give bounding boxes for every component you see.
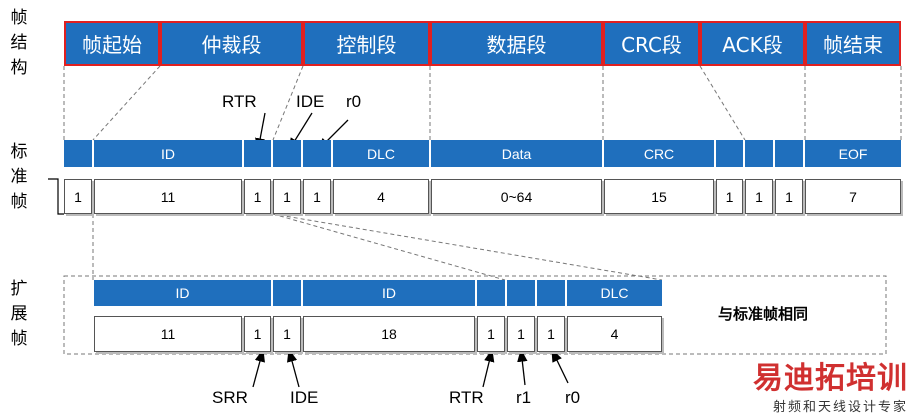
ext-field-srr (273, 280, 301, 306)
std-field-data: Data (431, 140, 602, 167)
same-as-standard-note: 与标准帧相同 (718, 305, 809, 323)
ext-field-id-base: ID (94, 280, 271, 306)
std-field-sof (64, 140, 92, 167)
ext-bit-srr: 1 (244, 316, 271, 352)
std-field-ack-3 (775, 140, 803, 167)
std-field-crc: CRC (604, 140, 714, 167)
segment-arbitration: 仲裁段 (160, 21, 303, 66)
ext-field-rtr (477, 280, 505, 306)
ext-field-dlc: DLC (567, 280, 662, 306)
std-field-dlc: DLC (333, 140, 429, 167)
ext-field-id-ext: ID (303, 280, 475, 306)
std-bit-eof: 7 (805, 179, 901, 214)
std-field-ack-2 (745, 140, 773, 167)
std-bit-ide: 1 (273, 179, 301, 214)
segment-crc: CRC段 (603, 21, 700, 66)
segment-control: 控制段 (303, 21, 430, 66)
ext-bit-r1: 1 (507, 316, 535, 352)
std-bit-ack-2: 1 (745, 179, 773, 214)
callout-ext-r1: r1 (516, 388, 532, 407)
callout-ext-r0: r0 (565, 388, 581, 407)
std-bit-ack-1: 1 (716, 179, 743, 214)
watermark-tagline: 射频和天线设计专家 (772, 400, 908, 415)
std-bit-r0: 1 (303, 179, 331, 214)
std-field-r0 (303, 140, 331, 167)
std-bit-id: 11 (94, 179, 242, 214)
callout-std-rtr: RTR (222, 92, 257, 111)
callout-ext-ide: IDE (290, 388, 319, 407)
row-label-frame-structure: 帧结构 (10, 8, 28, 78)
std-bit-ack-3: 1 (775, 179, 803, 214)
ext-bit-dlc: 4 (567, 316, 662, 352)
ext-field-r1 (507, 280, 535, 306)
segment-end-of-frame: 帧结束 (805, 21, 901, 66)
std-field-rtr (244, 140, 271, 167)
ext-bit-id-ext: 18 (303, 316, 475, 352)
std-bit-rtr: 1 (244, 179, 271, 214)
ext-bit-r0: 1 (537, 316, 565, 352)
callout-ext-rtr: RTR (449, 388, 484, 407)
row-label-extended-frame: 扩展帧 (10, 279, 28, 349)
ext-field-r0 (537, 280, 565, 306)
segment-ack: ACK段 (700, 21, 805, 66)
watermark-logo-text: 易迪拓培训 (753, 361, 908, 396)
std-field-ide (273, 140, 301, 167)
callout-ext-srr: SRR (212, 388, 248, 407)
std-bit-crc: 15 (604, 179, 714, 214)
segment-data: 数据段 (430, 21, 603, 66)
std-bit-sof: 1 (64, 179, 92, 214)
std-field-eof: EOF (805, 140, 901, 167)
std-field-ack-1 (716, 140, 743, 167)
segment-start-of-frame: 帧起始 (64, 21, 160, 66)
callout-std-r0: r0 (346, 92, 362, 111)
ext-bit-ide: 1 (273, 316, 301, 352)
ext-bit-rtr: 1 (477, 316, 505, 352)
std-field-id: ID (94, 140, 242, 167)
callout-std-ide: IDE (296, 92, 325, 111)
std-bit-data: 0~64 (431, 179, 602, 214)
row-label-standard-frame: 标准帧 (10, 142, 28, 212)
ext-bit-id-base: 11 (94, 316, 242, 352)
std-bit-dlc: 4 (333, 179, 429, 214)
